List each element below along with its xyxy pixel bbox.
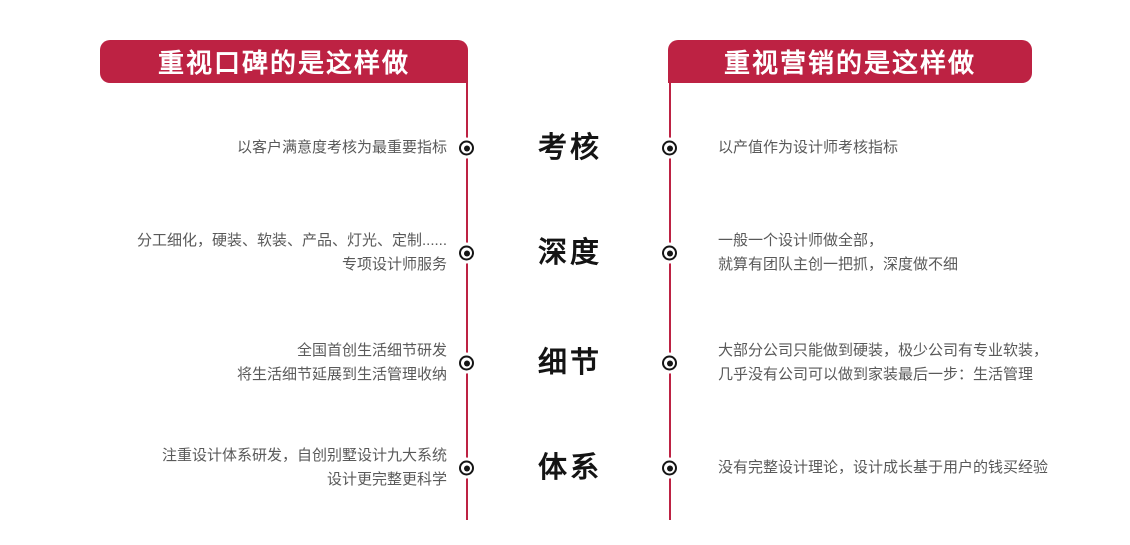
bullet-dot-icon [459,140,474,156]
left-header-banner: 重视口碑的是这样做 [100,40,468,83]
category-label: 细节 [537,347,602,379]
bullet-dot-icon [662,460,677,476]
right-item-text: 以产值作为设计师考核指标 [718,139,899,156]
comparison-row: 注重设计体系研发，自创别墅设计九大系统 设计更完整更科学 体系 没有完整设计理论… [0,428,1130,508]
right-item-text: 大部分公司只能做到硬装，极少公司有专业软装， 几乎没有公司可以做到家装最后一步：… [718,342,1049,383]
bullet-dot-icon [662,355,677,371]
left-item-text: 以客户满意度考核为最重要指标 [236,139,447,156]
bullet-dot-icon [662,245,677,261]
right-header-banner: 重视营销的是这样做 [668,40,1032,83]
left-item-text: 注重设计体系研发，自创别墅设计九大系统 设计更完整更科学 [161,447,447,488]
category-label: 考核 [537,132,602,164]
comparison-row: 分工细化，硬装、软装、产品、灯光、定制...... 专项设计师服务 深度 一般一… [0,213,1130,293]
left-header-title: 重视口碑的是这样做 [157,48,410,78]
category-label: 深度 [537,237,602,269]
timeline-line-left [466,83,468,520]
comparison-row: 全国首创生活细节研发 将生活细节延展到生活管理收纳 细节 大部分公司只能做到硬装… [0,323,1130,403]
category-label: 体系 [537,452,602,484]
bullet-dot-icon [459,460,474,476]
left-item-text: 全国首创生活细节研发 将生活细节延展到生活管理收纳 [236,342,447,383]
bullet-dot-icon [662,140,677,156]
timeline-line-right [669,83,671,520]
right-item-text: 一般一个设计师做全部， 就算有团队主创一把抓，深度做不细 [718,232,959,273]
right-header-title: 重视营销的是这样做 [723,48,976,78]
left-item-text: 分工细化，硬装、软装、产品、灯光、定制...... 专项设计师服务 [136,232,447,273]
comparison-row: 以客户满意度考核为最重要指标 考核 以产值作为设计师考核指标 [0,108,1130,188]
right-item-text: 没有完整设计理论，设计成长基于用户的钱买经验 [718,459,1049,476]
bullet-dot-icon [459,355,474,371]
bullet-dot-icon [459,245,474,261]
